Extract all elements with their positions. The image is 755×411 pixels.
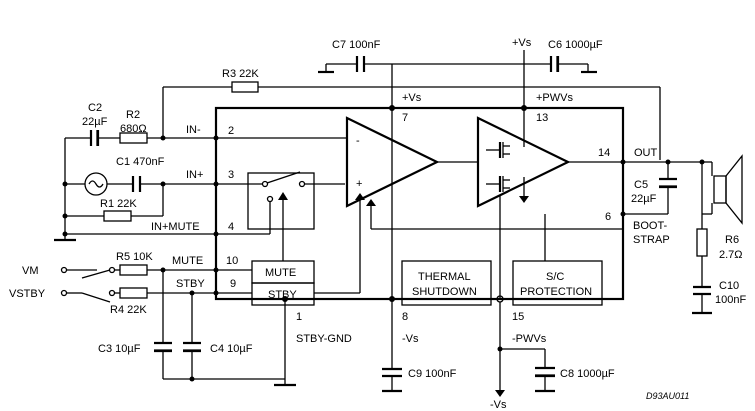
c10-value: 100nF <box>715 294 746 306</box>
mute-stby-blocks <box>251 193 365 306</box>
r5-label: R5 10K <box>116 251 153 263</box>
stby-gnd-label: STBY-GND <box>296 333 352 345</box>
pin-7: 7 <box>402 112 408 124</box>
c7-label: C7 100nF <box>332 39 381 51</box>
out-label: OUT <box>634 147 658 159</box>
pin-2: 2 <box>228 125 234 137</box>
pin-14: 14 <box>598 147 610 159</box>
pin-9: 9 <box>230 278 236 290</box>
pin-13: 13 <box>536 112 548 124</box>
thermal-block <box>401 260 492 306</box>
vs-pin-label: +Vs <box>402 92 422 104</box>
preamp-plus: + <box>356 178 362 190</box>
thermal-label-2: SHUTDOWN <box>412 286 477 298</box>
c10-name: C10 <box>719 280 739 292</box>
r4-label: R4 22K <box>110 304 147 316</box>
mute-switch <box>216 171 345 261</box>
r2-value: 680Ω <box>120 123 147 135</box>
c5-value: 22µF <box>631 193 657 205</box>
pwvs-minus-label: -PWVs <box>512 333 547 345</box>
c5-name: C5 <box>634 179 648 191</box>
vs-minus-label: -Vs <box>402 333 419 345</box>
c1-label: C1 470nF <box>116 156 165 168</box>
reference-code: D93AU011 <box>646 391 689 401</box>
c6-label: C6 1000µF <box>548 39 603 51</box>
pin-3: 3 <box>228 169 234 181</box>
bottom-rail <box>382 108 555 397</box>
c2-value: 22µF <box>82 116 108 128</box>
thermal-label-1: THERMAL <box>418 271 471 283</box>
vm-label: VM <box>22 265 39 277</box>
r6-value: 2.7Ω <box>719 249 743 261</box>
pin-10: 10 <box>226 255 238 267</box>
c8-label: C8 1000µF <box>560 368 615 380</box>
boot-label-2: STRAP <box>633 234 670 246</box>
mute-block-label: MUTE <box>265 267 296 279</box>
sc-block <box>512 260 603 306</box>
in-mute-label: IN+MUTE <box>151 221 200 233</box>
pin-4: 4 <box>228 221 234 233</box>
c9-label: C9 100nF <box>408 368 457 380</box>
supply-capacitors <box>318 50 597 108</box>
mute-pin-label: MUTE <box>172 255 203 267</box>
stby-pin-label: STBY <box>176 278 205 290</box>
sc-label-2: PROTECTION <box>520 286 592 298</box>
power-stage <box>437 108 623 208</box>
preamp-triangle <box>216 116 440 208</box>
pin-1: 1 <box>296 311 302 323</box>
r6-name: R6 <box>725 234 739 246</box>
in-plus-label: IN+ <box>186 169 203 181</box>
pwvs-pin-label: +PWVs <box>536 92 573 104</box>
speaker-icon <box>713 154 743 225</box>
r2-name: R2 <box>126 109 140 121</box>
r1-label: R1 22K <box>100 198 137 210</box>
pin-6: 6 <box>605 211 611 223</box>
stby-block-label: STBY <box>268 289 297 301</box>
sc-label-1: S/C <box>546 271 564 283</box>
r3-feedback <box>162 81 661 160</box>
output-network <box>668 159 713 315</box>
vs-top-label: +Vs <box>512 37 532 49</box>
vstby-label: VSTBY <box>9 288 46 300</box>
c4-label: C4 10µF <box>210 343 253 355</box>
pin-15: 15 <box>512 311 524 323</box>
boot-label-1: BOOT- <box>633 220 668 232</box>
r3-label: R3 22K <box>222 68 259 80</box>
c2-name: C2 <box>88 102 102 114</box>
c3-label: C3 10µF <box>98 343 141 355</box>
in-minus-label: IN- <box>186 124 201 136</box>
input-network <box>54 130 216 242</box>
preamp-minus: - <box>356 135 360 147</box>
vs-bottom-label: -Vs <box>490 399 507 411</box>
pin-8: 8 <box>402 311 408 323</box>
ic-body <box>214 106 625 301</box>
mute-stby-inputs <box>60 264 296 387</box>
